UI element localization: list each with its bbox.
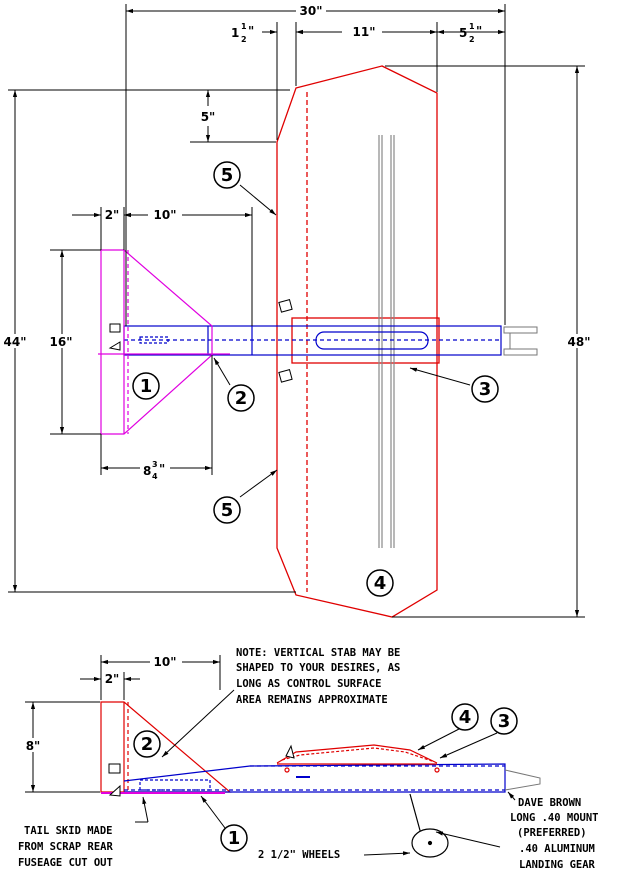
dim-16: 16" bbox=[50, 335, 73, 349]
dim-2-top: 2" bbox=[105, 208, 120, 222]
callout-leaders-side bbox=[135, 689, 516, 856]
dim-1-5-whole: 1 bbox=[231, 26, 239, 40]
wing-spar-tubes bbox=[378, 135, 395, 548]
callout-1: 1 bbox=[140, 376, 153, 397]
dim-1-5-inch: " bbox=[248, 24, 254, 38]
callout-3: 3 bbox=[479, 379, 492, 400]
callout-2: 2 bbox=[235, 388, 248, 409]
dim-2-side: 2" bbox=[105, 672, 120, 686]
dim-8-75-num: 3 bbox=[152, 460, 158, 469]
wing-side bbox=[276, 744, 440, 773]
skid-line-2: FROM SCRAP REAR bbox=[18, 841, 114, 853]
dim-5-5-whole: 5 bbox=[459, 26, 467, 40]
dim-5-5-inch: " bbox=[476, 24, 482, 38]
control-horns bbox=[108, 299, 293, 383]
tail-skid-side bbox=[108, 763, 121, 797]
callout-circles-top bbox=[132, 161, 499, 597]
dimension-label-bgs bbox=[2, 4, 592, 477]
dim-8: 8" bbox=[26, 739, 41, 753]
dim-5: 5" bbox=[201, 110, 216, 124]
engine-mount-side bbox=[285, 744, 541, 791]
callout-circles-side bbox=[133, 703, 518, 852]
fuselage-top-view bbox=[123, 325, 502, 356]
note-line-3: LONG AS CONTROL SURFACE bbox=[236, 678, 381, 690]
callout-5a: 5 bbox=[221, 165, 234, 186]
side-callout-1: 1 bbox=[228, 828, 241, 849]
wheels-label: 2 1/2" WHEELS bbox=[258, 849, 340, 861]
dim-8-75-den: 4 bbox=[152, 472, 158, 481]
callout-leaders-top bbox=[213, 184, 471, 498]
dim-5-5-den: 2 bbox=[469, 35, 475, 44]
skid-line-1: TAIL SKID MADE bbox=[24, 825, 113, 837]
side-dim-label-bgs bbox=[22, 655, 182, 752]
note-line-4: AREA REMAINS APPROXIMATE bbox=[236, 694, 388, 706]
callout-5b: 5 bbox=[221, 500, 234, 521]
side-callout-4: 4 bbox=[459, 707, 472, 728]
dim-5-5-num: 1 bbox=[469, 22, 475, 31]
mount-line-2: LONG .40 MOUNT bbox=[510, 812, 599, 824]
mount-line-1: DAVE BROWN bbox=[518, 797, 581, 809]
side-callout-3: 3 bbox=[498, 711, 511, 732]
dim-10-top: 10" bbox=[154, 208, 177, 222]
gear-line-1: .40 ALUMINUM bbox=[519, 843, 595, 855]
landing-gear-side bbox=[409, 793, 449, 858]
dim-48: 48" bbox=[568, 335, 591, 349]
dim-30: 30" bbox=[300, 4, 323, 18]
engine-mount-top bbox=[503, 326, 538, 356]
callout-4: 4 bbox=[374, 573, 387, 594]
fuselage-side bbox=[123, 763, 506, 793]
side-view-dimensions bbox=[25, 655, 221, 793]
dim-8-75-whole: 8 bbox=[143, 464, 151, 478]
skid-line-3: FUSEAGE CUT OUT bbox=[18, 857, 113, 869]
dim-10-side: 10" bbox=[154, 655, 177, 669]
dim-8-75-inch: " bbox=[159, 462, 165, 476]
horizontal-stab-top bbox=[98, 249, 230, 435]
dim-11: 11" bbox=[353, 25, 376, 39]
dim-44: 44" bbox=[4, 335, 27, 349]
gear-line-2: LANDING GEAR bbox=[519, 859, 596, 871]
vertical-stab-side bbox=[100, 701, 232, 793]
note-line-2: SHAPED TO YOUR DESIRES, AS bbox=[236, 662, 400, 674]
dim-1-5-den: 2 bbox=[241, 35, 247, 44]
wing-top-view bbox=[276, 65, 440, 618]
side-callout-2: 2 bbox=[141, 734, 154, 755]
dim-1-5-num: 1 bbox=[241, 22, 247, 31]
top-view-dimensions bbox=[8, 4, 585, 618]
mount-line-3: (PREFERRED) bbox=[517, 827, 587, 839]
note-line-1: NOTE: VERTICAL STAB MAY BE bbox=[236, 647, 400, 659]
